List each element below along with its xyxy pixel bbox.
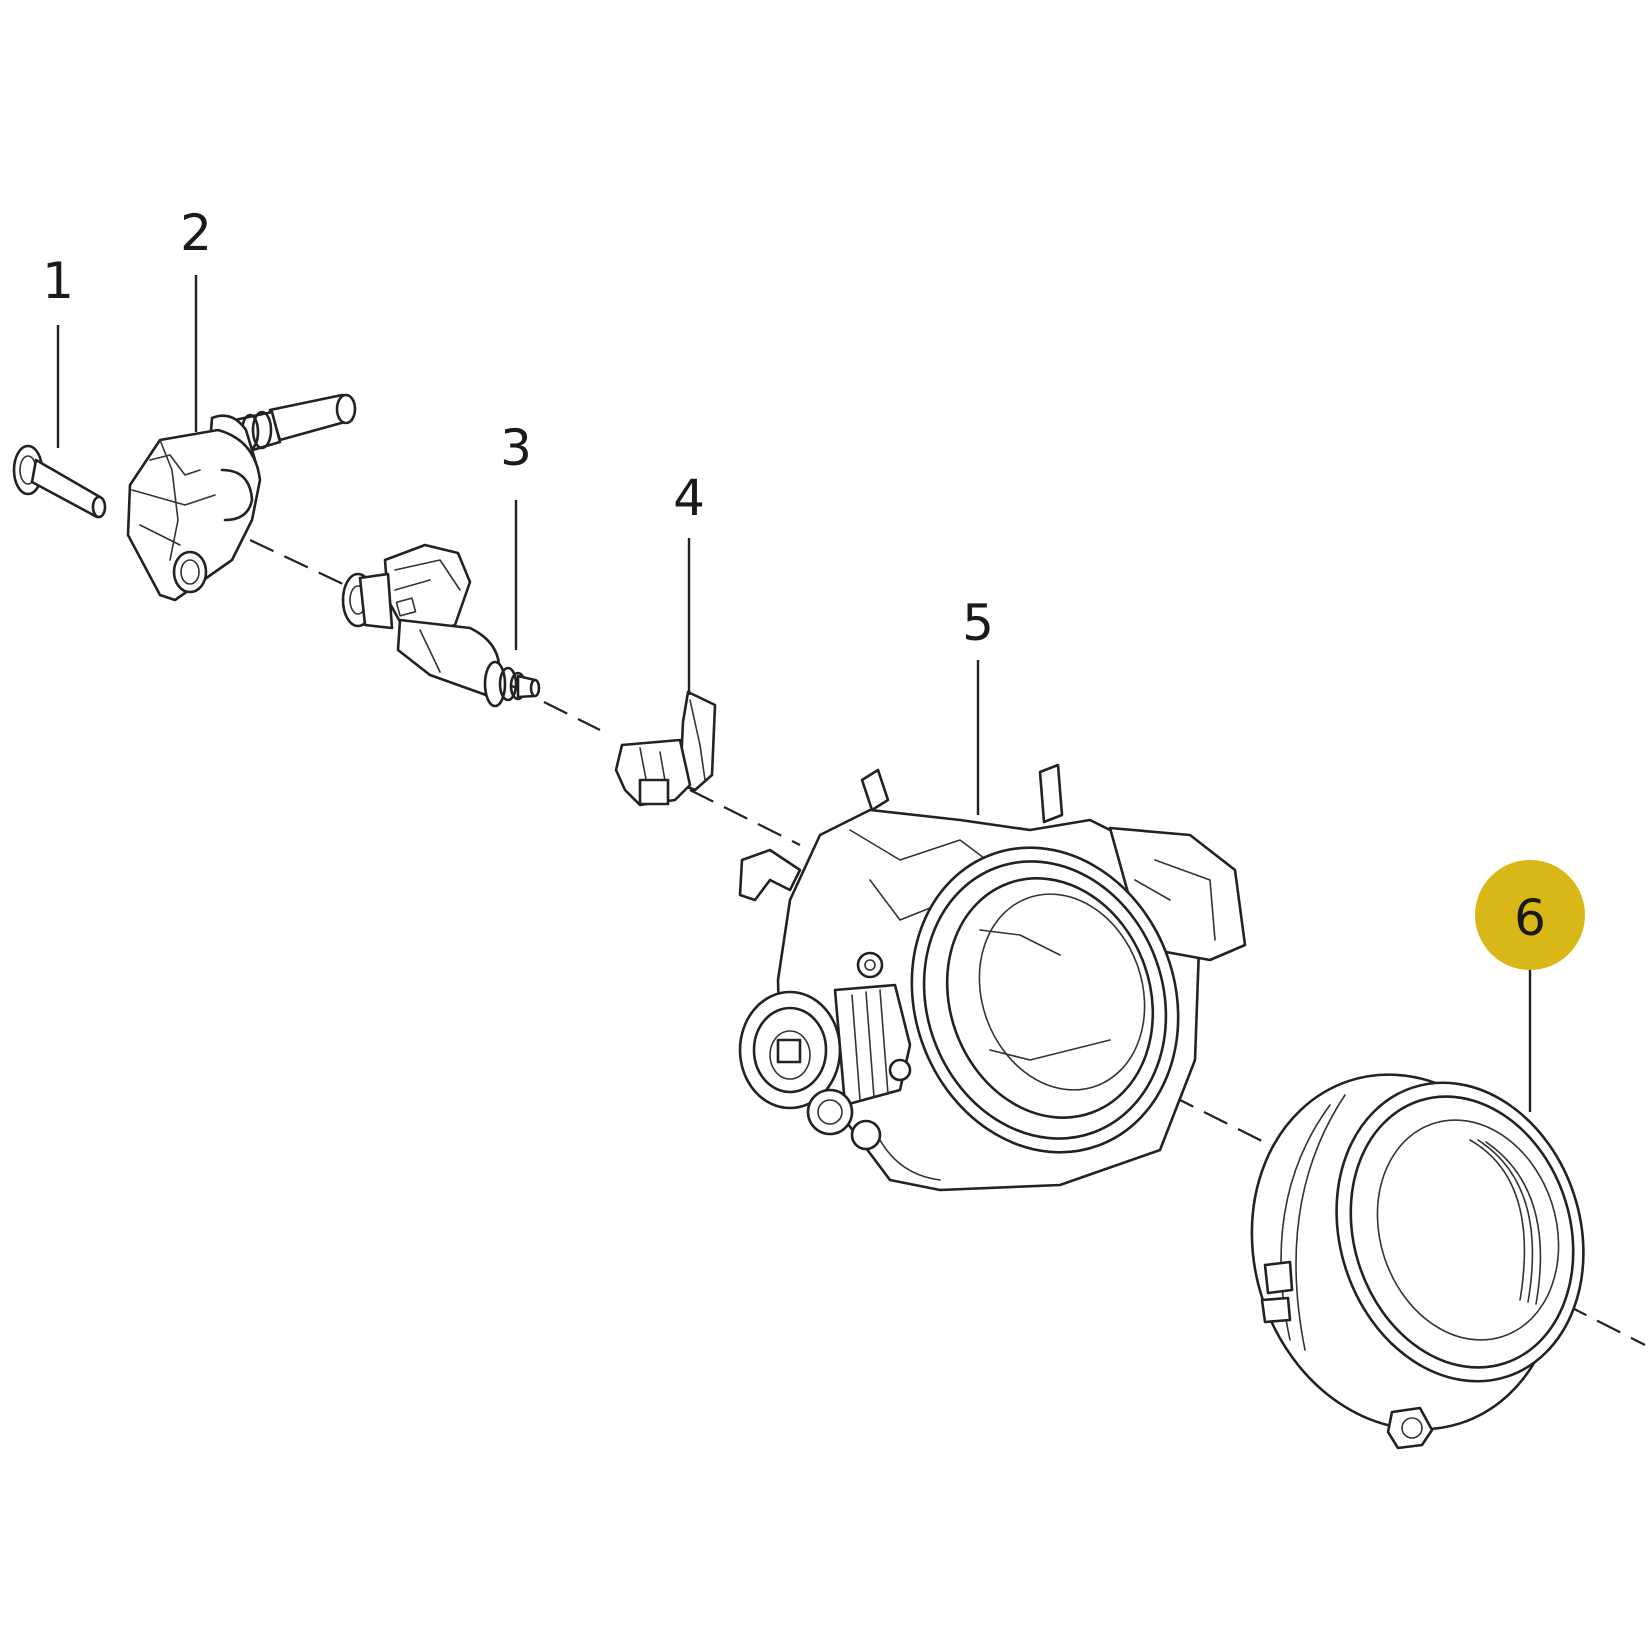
callout-6-highlight-circle [1475, 860, 1585, 970]
part-2-fuel-connector[interactable] [126, 393, 357, 602]
callout-label-4: 4 [673, 469, 705, 527]
callout-label-3: 3 [500, 419, 532, 477]
callout-label-1: 1 [42, 252, 74, 310]
callout-label-6: 6 [1514, 889, 1546, 947]
part-3-fuel-injector[interactable] [341, 543, 541, 708]
part-5-throttle-body[interactable] [738, 763, 1247, 1192]
part-1-pin[interactable] [12, 444, 107, 519]
part-4-retaining-clip[interactable] [614, 690, 717, 807]
callout-label-2: 2 [180, 204, 212, 262]
callout-label-5: 5 [962, 594, 994, 652]
assembly-axis [249, 539, 1646, 1346]
part-6-intake-adapter[interactable] [1207, 1034, 1621, 1469]
